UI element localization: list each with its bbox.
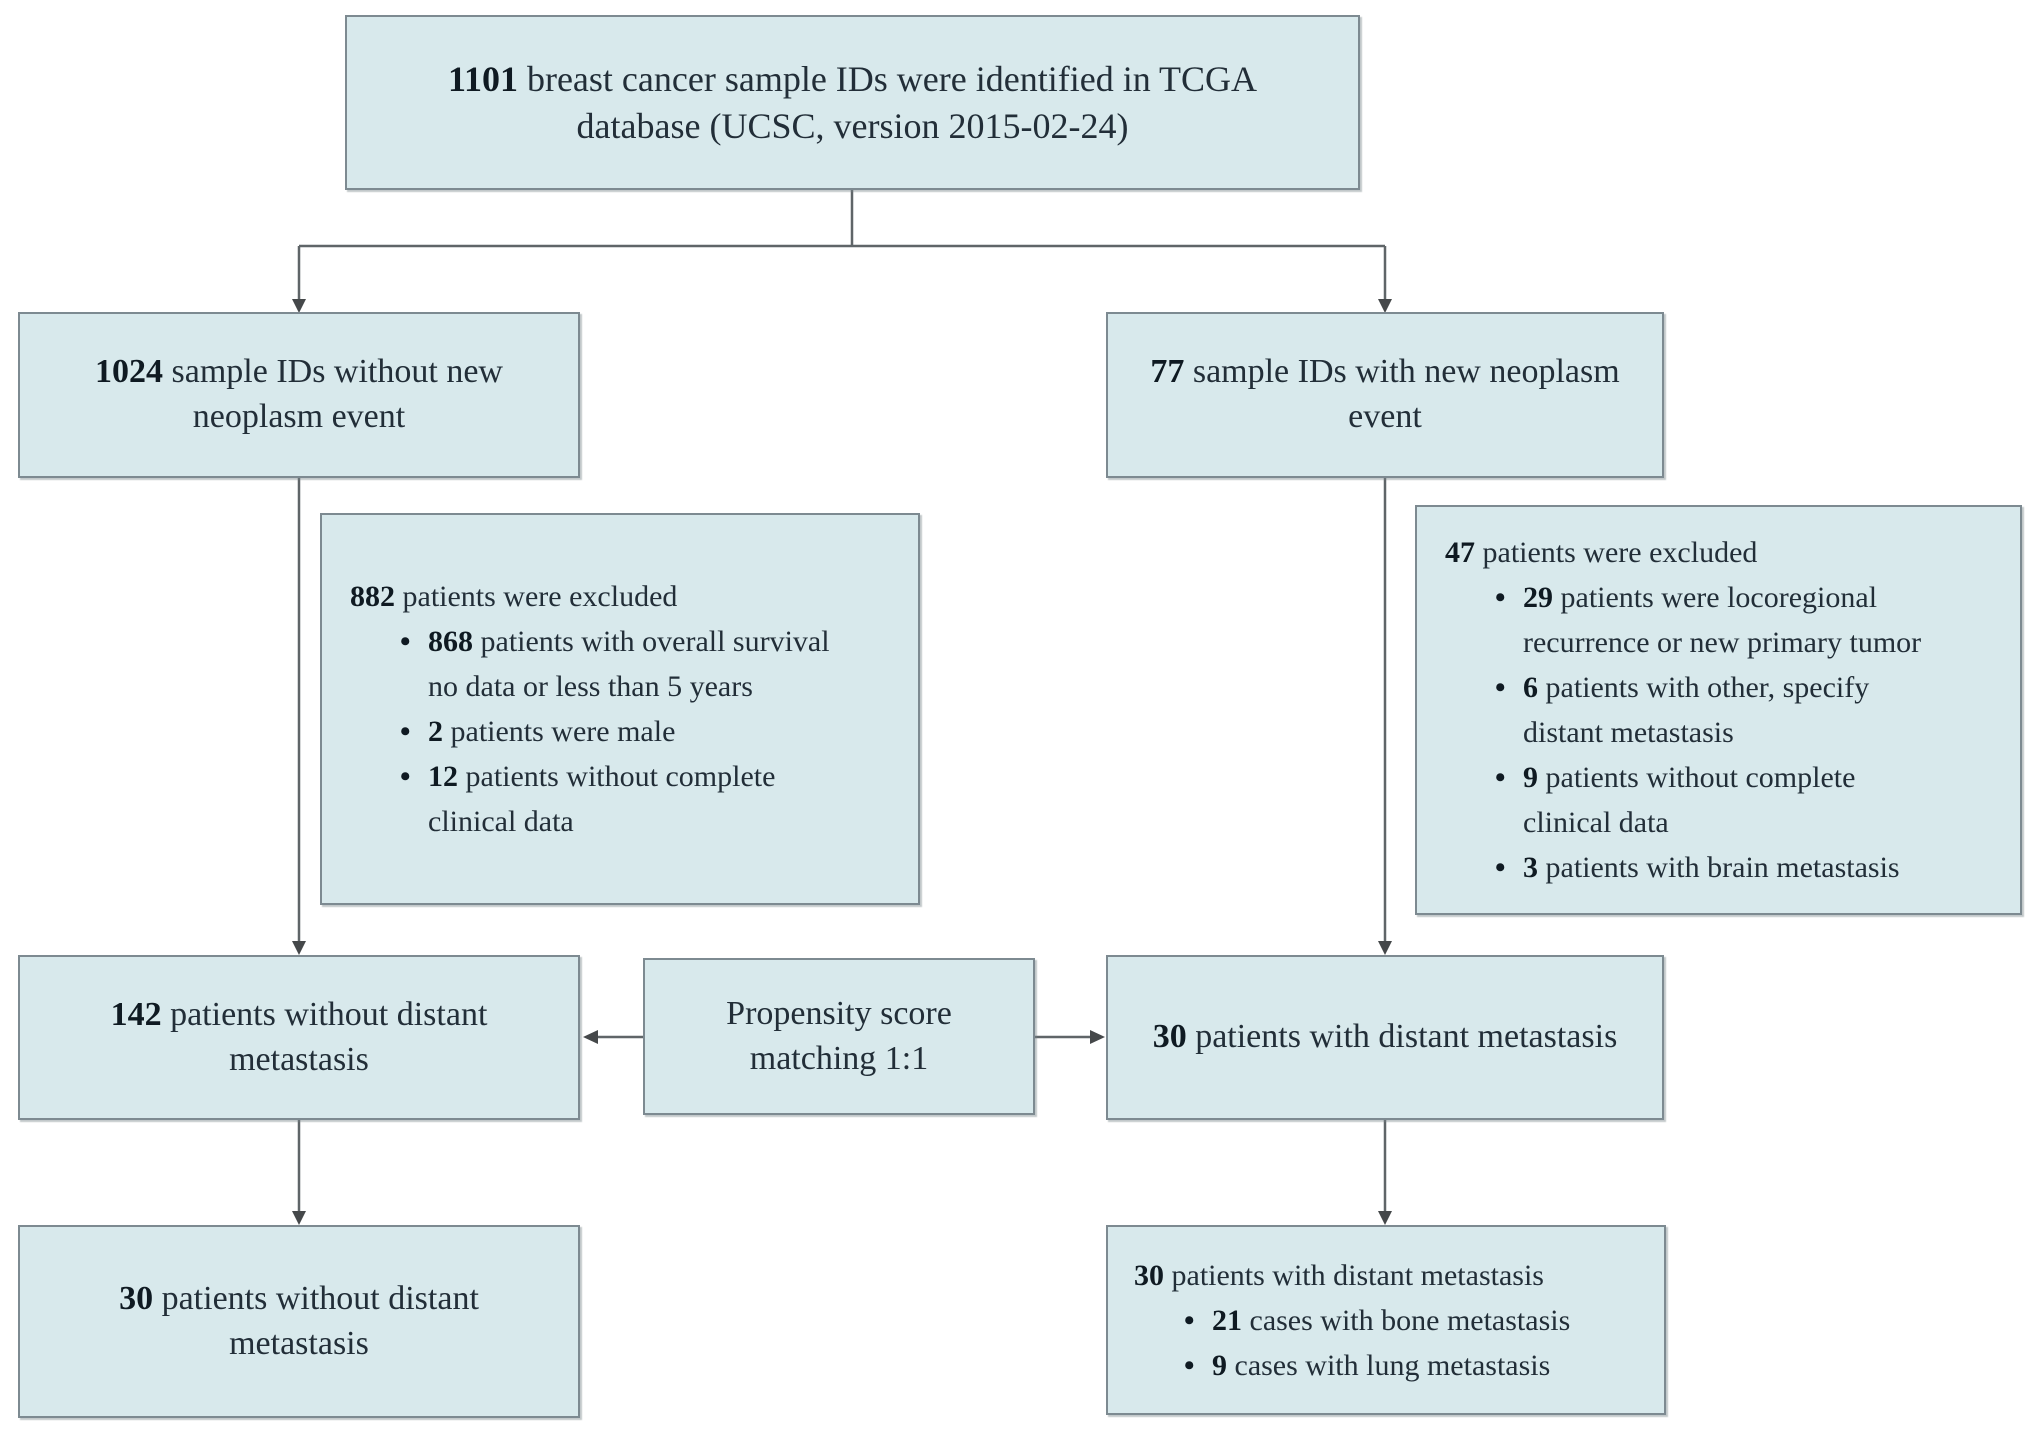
node-count: 30 [1152,1018,1187,1056]
exclusion-label: patients were excluded [1475,536,1758,569]
node-propensity-score-matching: Propensity score matching 1:1 [643,958,1035,1115]
node-no-neoplasm-event: 1024 sample IDs without new neoplasm eve… [18,312,580,478]
exclusion-title: 47 patients were excluded [1445,530,1757,575]
node-text: 1101 breast cancer sample IDs were ident… [392,56,1313,150]
node-count: 77 [1150,353,1185,391]
node-text: 142 patients without distant metastasis [50,993,548,1083]
exclusion-count: 47 [1445,536,1475,569]
node-text: 30 patients without distant metastasis [50,1277,548,1367]
exclusion-item: 12 patients without complete clinical da… [394,754,848,844]
node-label: sample IDs without new neoplasm event [163,353,503,435]
item-count: 9 [1212,1348,1227,1382]
item-count: 3 [1523,851,1538,884]
node-label: Propensity score matching 1:1 [726,994,952,1077]
node-count: 142 [110,995,162,1033]
exclusion-item: 868 patients with overall survival no da… [394,619,848,709]
node-label: patients with distant metastasis [1186,1018,1618,1056]
item-count: 9 [1523,761,1538,794]
arrowhead-psm-right [1090,1030,1105,1044]
arrowhead-to-without-dm [292,941,306,955]
node-excluded-right: 47 patients were excluded 29 patients we… [1415,505,2022,915]
node-label: breast cancer sample IDs were identified… [517,58,1258,146]
node-label: patients with distant metastasis [1164,1258,1544,1292]
arrowhead-to-with-dm [1378,941,1392,955]
node-text: 77 sample IDs with new neoplasm event [1138,350,1632,440]
arrowhead-psm-left [583,1030,598,1044]
metastasis-item: 9 cases with lung metastasis [1178,1343,1570,1388]
item-count: 868 [428,625,473,658]
exclusion-title: 882 patients were excluded [350,574,677,619]
node-count: 30 [119,1279,154,1317]
node-without-distant-metastasis: 142 patients without distant metastasis [18,955,580,1120]
node-count: 1024 [95,353,164,391]
item-label: patients were male [443,715,676,748]
item-count: 6 [1523,671,1538,704]
final-title: 30 patients with distant metastasis [1134,1253,1544,1298]
item-label: cases with lung metastasis [1227,1348,1551,1382]
exclusion-item: 6 patients with other, specify distant m… [1489,665,1943,755]
node-with-distant-metastasis: 30 patients with distant metastasis [1106,955,1664,1120]
item-label: patients with brain metastasis [1538,851,1900,884]
node-text: Propensity score matching 1:1 [669,992,1009,1082]
node-text: 1024 sample IDs without new neoplasm eve… [50,350,548,440]
metastasis-item: 21 cases with bone metastasis [1178,1298,1570,1343]
node-label: patients without distant metastasis [153,1279,479,1362]
exclusion-list: 29 patients were locoregional recurrence… [1445,575,1943,890]
exclusion-count: 882 [350,580,395,613]
node-final-with-distant-metastasis: 30 patients with distant metastasis 21 c… [1106,1225,1666,1415]
node-count: 1101 [447,58,518,99]
exclusion-item: 29 patients were locoregional recurrence… [1489,575,1943,665]
item-count: 12 [428,760,458,793]
exclusion-item: 3 patients with brain metastasis [1489,845,1943,890]
item-label: patients with other, specify distant met… [1523,671,1870,749]
exclusion-item: 9 patients without complete clinical dat… [1489,755,1943,845]
node-text: 30 patients with distant metastasis [1153,1015,1618,1060]
arrowhead-to-final-with [1378,1211,1392,1225]
exclusion-label: patients were excluded [395,580,678,613]
exclusion-item: 2 patients were male [394,709,848,754]
node-label: patients without distant metastasis [161,995,488,1078]
item-count: 29 [1523,581,1553,614]
arrowhead-to-event [1378,299,1392,313]
node-tcga-identified: 1101 breast cancer sample IDs were ident… [345,15,1360,190]
item-count: 21 [1212,1303,1242,1337]
node-final-without-distant-metastasis: 30 patients without distant metastasis [18,1225,580,1418]
node-label: sample IDs with new neoplasm event [1184,353,1620,435]
item-label: cases with bone metastasis [1242,1303,1571,1337]
item-label: patients were locoregional recurrence or… [1523,581,1922,659]
item-label: patients with overall survival no data o… [428,625,830,703]
item-count: 2 [428,715,443,748]
item-label: patients without complete clinical data [428,760,776,838]
item-label: patients without complete clinical data [1523,761,1856,839]
arrowhead-to-no-event [292,299,306,313]
metastasis-list: 21 cases with bone metastasis 9 cases wi… [1134,1298,1570,1388]
node-count: 30 [1134,1258,1164,1292]
node-neoplasm-event: 77 sample IDs with new neoplasm event [1106,312,1664,478]
node-excluded-left: 882 patients were excluded 868 patients … [320,513,920,905]
exclusion-list: 868 patients with overall survival no da… [350,619,848,844]
arrowhead-to-final-without [292,1211,306,1225]
connector-top-split [297,190,1387,300]
